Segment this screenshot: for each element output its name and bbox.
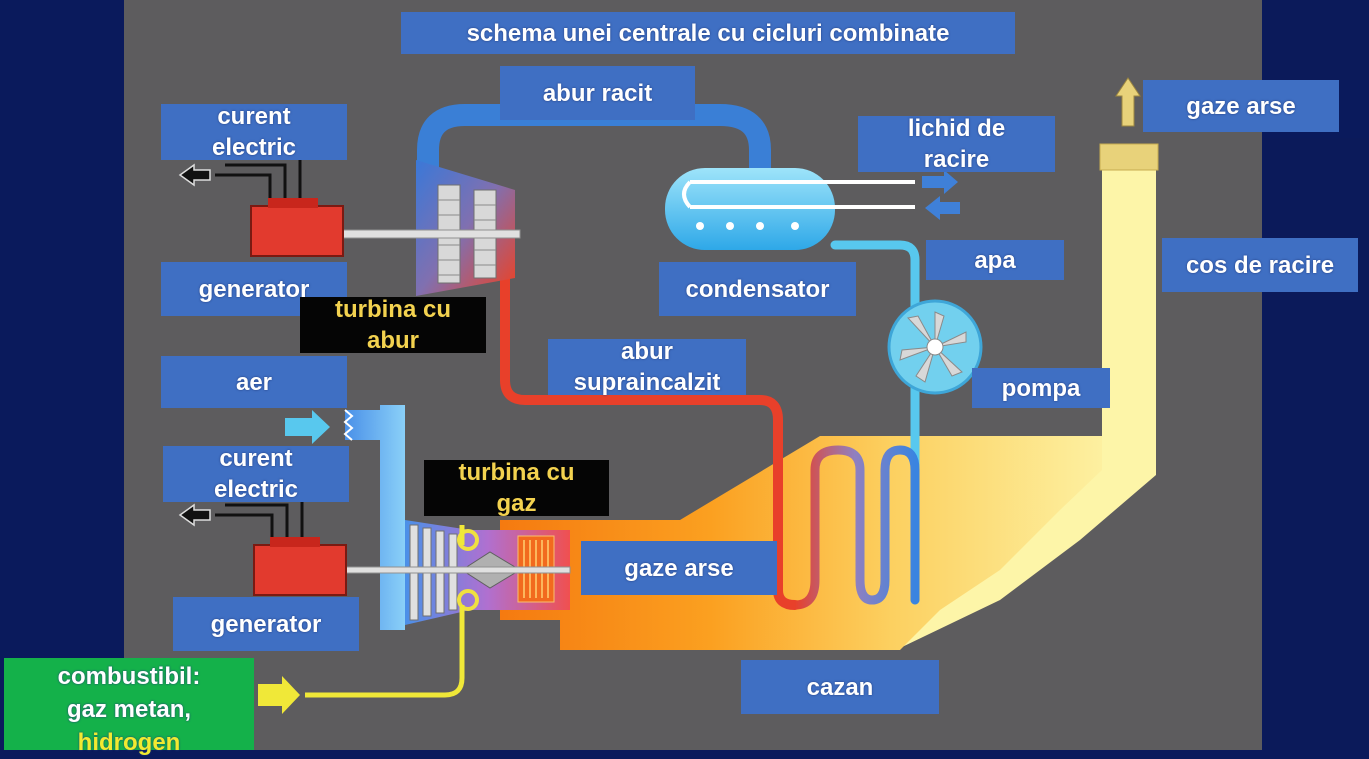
- label-combustibil-line1: combustibil:: [57, 663, 201, 690]
- gas-turbine-shaft: [344, 566, 571, 574]
- page-title: schema unei centrale cu cicluri combinat…: [401, 12, 1015, 54]
- label-condensator-text: condensator: [685, 275, 830, 303]
- label-abur-supraincalzit: abur supraincalzit: [548, 338, 746, 396]
- steam-turbine-shaft: [339, 229, 521, 239]
- label-gaze-arse-top: gaze arse: [1143, 80, 1339, 132]
- pump: [887, 299, 983, 395]
- boiler-body: [500, 436, 1102, 650]
- label-gaze-arse-mid-text: gaze arse: [624, 554, 734, 582]
- label-pompa: pompa: [972, 368, 1110, 408]
- coolant-out-arrow-icon: [922, 170, 958, 194]
- air-in-arrow-icon: [285, 410, 330, 444]
- label-lichid-de-racire: lichid de racire: [858, 115, 1055, 173]
- air-intake-duct: [343, 405, 405, 630]
- label-turbina-cu-abur: turbina cu abur: [300, 296, 486, 354]
- fuel-line: [305, 525, 465, 698]
- label-turbina-cu-abur-line1: turbina cu: [334, 296, 451, 323]
- label-turbina-cu-gaz-line2: gaz: [496, 490, 537, 517]
- label-aer-text: aer: [235, 368, 273, 396]
- steam-turbine: [416, 160, 515, 296]
- right-border-top: [1264, 0, 1369, 80]
- power-out-arrow-icon-bottom: [178, 503, 211, 527]
- generator-top-body: [215, 160, 344, 257]
- condenser-vessel: [665, 168, 915, 250]
- label-generator-top: generator: [161, 262, 347, 316]
- label-cazan: cazan: [741, 660, 939, 714]
- label-abur-racit: abur racit: [500, 66, 695, 120]
- label-generator-bottom-text: generator: [210, 610, 322, 638]
- label-apa-text: apa: [974, 246, 1016, 274]
- label-condensator: condensator: [659, 262, 856, 316]
- label-turbina-cu-gaz-line1: turbina cu: [458, 459, 575, 486]
- label-gaze-arse-top-text: gaze arse: [1186, 92, 1296, 120]
- label-combustibil: combustibil: gaz metan, hidrogen: [4, 658, 254, 756]
- coolant-in-arrow-icon: [925, 196, 960, 220]
- label-combustibil-line3: hidrogen: [77, 729, 181, 756]
- label-lichid-de-racire-line2: racire: [923, 146, 990, 173]
- label-turbina-cu-gaz: turbina cu gaz: [424, 459, 609, 517]
- exhaust-stack: [820, 143, 1159, 648]
- label-cos-de-racire-text: cos de racire: [1185, 251, 1335, 279]
- label-abur-supraincalzit-line2: supraincalzit: [573, 369, 721, 396]
- label-curent-electric-top-line2: electric: [211, 134, 297, 161]
- label-aer: aer: [161, 356, 347, 408]
- label-curent-electric-top: curent electric: [161, 103, 347, 161]
- label-cos-de-racire: cos de racire: [1162, 238, 1358, 292]
- label-curent-electric-bottom-line1: curent: [219, 445, 293, 472]
- title-text: schema unei centrale cu cicluri combinat…: [466, 19, 950, 47]
- label-cazan-text: cazan: [806, 673, 874, 701]
- exhaust-up-arrow-icon: [1115, 77, 1141, 127]
- fuel-in-arrow-icon: [258, 676, 300, 714]
- label-generator-bottom: generator: [173, 597, 359, 651]
- label-generator-top-text: generator: [198, 275, 310, 303]
- label-pompa-text: pompa: [1001, 374, 1081, 402]
- boiler-coil: [790, 445, 920, 610]
- label-turbina-cu-abur-line2: abur: [366, 327, 419, 354]
- generator-bottom-body: [215, 500, 347, 596]
- label-curent-electric-bottom-line2: electric: [213, 476, 299, 503]
- power-out-arrow-icon-top: [178, 163, 211, 187]
- label-apa: apa: [926, 240, 1064, 280]
- label-combustibil-line2: gaz metan,: [66, 696, 192, 723]
- label-curent-electric-top-line1: curent: [217, 103, 291, 130]
- label-curent-electric-bottom: curent electric: [163, 445, 349, 503]
- label-abur-racit-text: abur racit: [542, 79, 653, 107]
- label-lichid-de-racire-line1: lichid de: [907, 115, 1006, 142]
- label-gaze-arse-mid: gaze arse: [581, 541, 777, 595]
- label-abur-supraincalzit-line1: abur: [620, 338, 673, 365]
